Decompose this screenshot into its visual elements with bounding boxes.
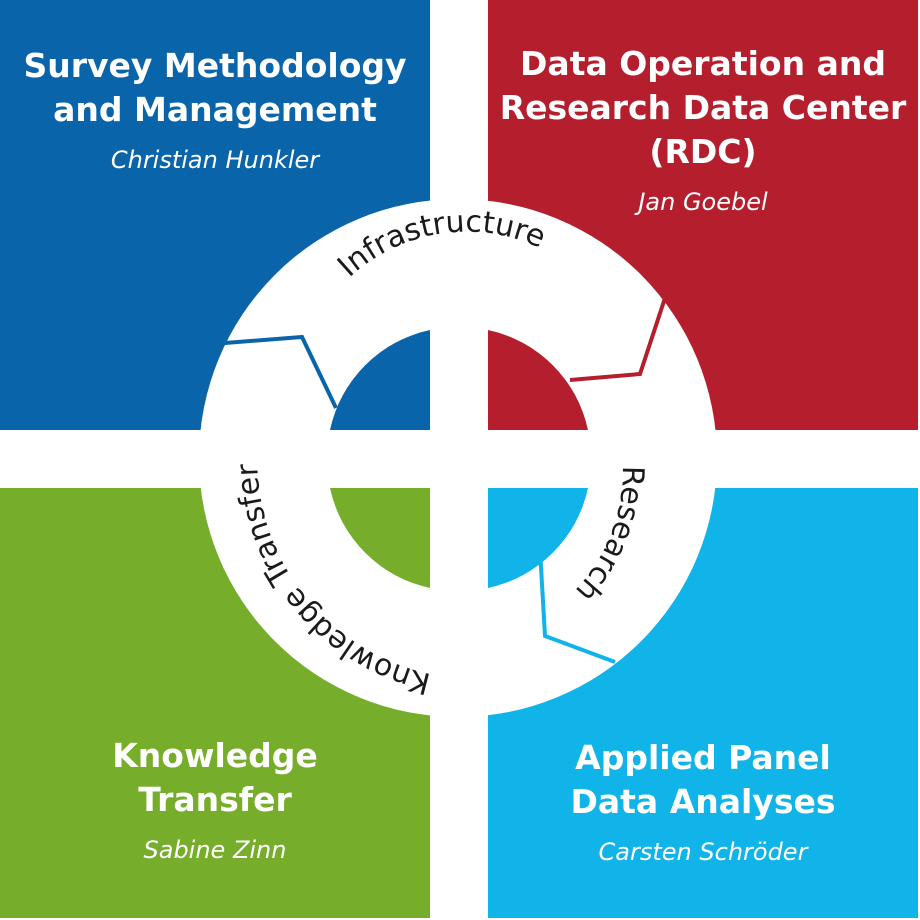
quadrant-title: Data Operation and Research Data Center … <box>488 42 918 174</box>
title-line: and Management <box>53 90 377 129</box>
connector-line-red <box>569 297 667 382</box>
title-line: Knowledge <box>112 736 318 775</box>
quadrant-data-operation-rdc-text: Data Operation and Research Data Center … <box>488 42 918 216</box>
hub-survey-methodology <box>330 330 430 430</box>
quadrant-person: Carsten Schröder <box>598 838 808 866</box>
title-line: Data Analyses <box>570 782 836 821</box>
hub-applied-panel <box>488 488 588 588</box>
quadrant-knowledge-transfer-text: Knowledge Transfer Sabine Zinn <box>0 734 430 864</box>
quadrant-survey-methodology: Survey Methodology and Management Christ… <box>0 0 430 430</box>
hub-knowledge-transfer <box>330 488 430 588</box>
quadrant-applied-panel-data-text: Applied Panel Data Analyses Carsten Schr… <box>488 736 918 866</box>
quadrant-title: Applied Panel Data Analyses <box>488 736 918 824</box>
connector-line-cyan <box>538 549 616 664</box>
quadrant-title: Survey Methodology and Management <box>0 44 430 132</box>
quadrant-person: Christian Hunkler <box>110 146 320 174</box>
title-line: Applied Panel <box>575 738 831 777</box>
title-line: Data Operation and <box>520 44 886 83</box>
hub-data-operation <box>488 330 588 430</box>
title-line: Survey Methodology <box>23 46 407 85</box>
quadrant-person: Sabine Zinn <box>143 836 287 864</box>
connector-line-blue <box>224 334 338 409</box>
quadrant-survey-methodology-text: Survey Methodology and Management Christ… <box>0 44 430 174</box>
title-line: Research Data Center <box>499 88 907 127</box>
quadrant-title: Knowledge Transfer <box>0 734 430 822</box>
quadrant-person: Jan Goebel <box>638 188 768 216</box>
title-line: Transfer <box>138 780 292 819</box>
title-line: (RDC) <box>649 132 757 171</box>
